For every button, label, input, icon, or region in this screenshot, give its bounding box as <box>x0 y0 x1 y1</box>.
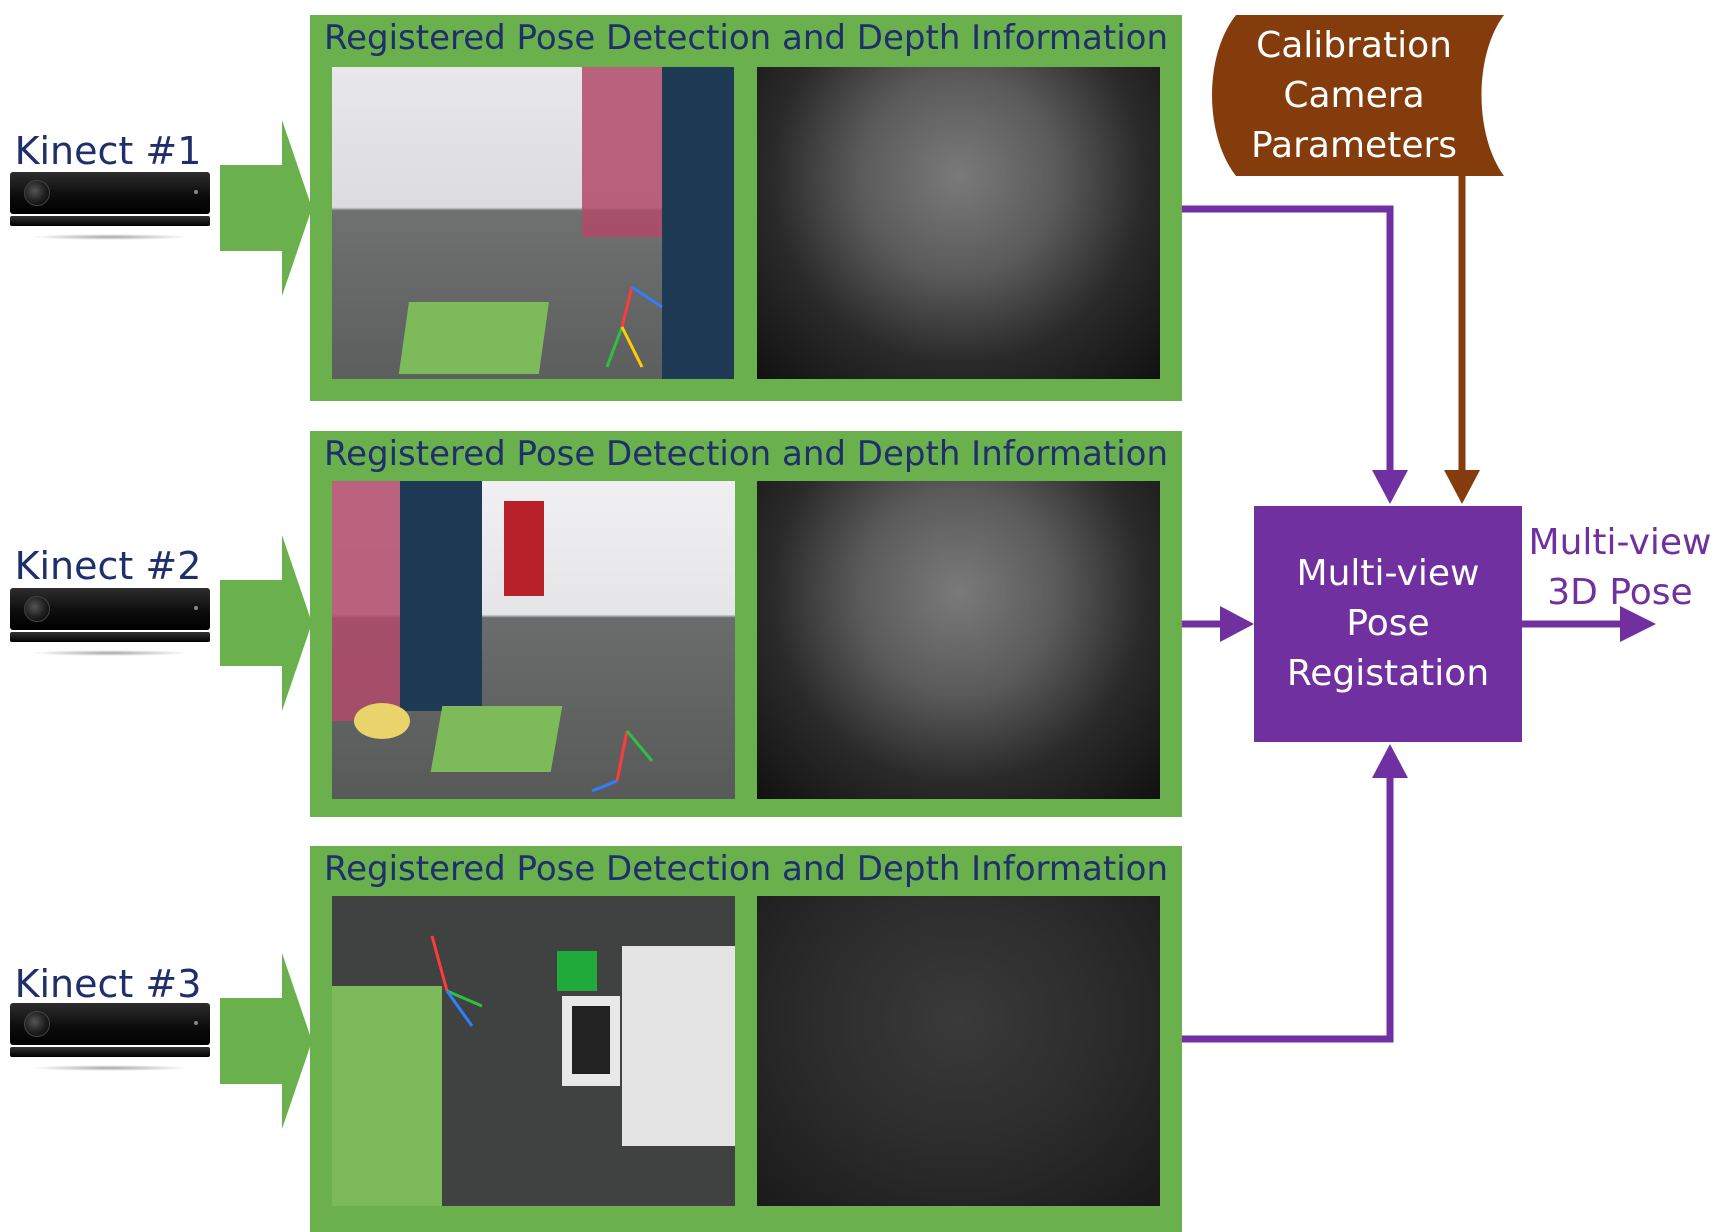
pose-registration-block: Multi-view Pose Registation <box>1254 506 1522 742</box>
connector-panel3-to-registration <box>1182 778 1394 1043</box>
registration-line-3: Registation <box>1286 653 1490 694</box>
calibration-parameters-block: Calibration Camera Parameters <box>1204 15 1504 176</box>
connector-panel1-to-registration <box>1182 205 1394 470</box>
arrowhead-panel2 <box>1220 606 1254 642</box>
calibration-line-1: Calibration <box>1256 25 1452 66</box>
kinect-3-label: Kinect #3 <box>14 962 202 1006</box>
kinect-1-label: Kinect #1 <box>14 129 202 173</box>
kinect-3-sensor-icon <box>10 1003 210 1073</box>
arrowhead-panel1 <box>1372 470 1408 504</box>
panel-3-title: Registered Pose Detection and Depth Info… <box>323 849 1168 889</box>
panel-2-depth-image <box>757 481 1160 799</box>
panel-1: Registered Pose Detection and Depth Info… <box>310 15 1182 401</box>
kinect-1-sensor-icon <box>10 172 210 242</box>
panel-2: Registered Pose Detection and Depth Info… <box>310 431 1182 817</box>
panel-3: Registered Pose Detection and Depth Info… <box>310 846 1182 1232</box>
kinect-2-sensor-icon <box>10 588 210 658</box>
panel-3-depth-image <box>757 896 1160 1206</box>
output-arrowhead <box>1620 606 1656 642</box>
kinect-2-label: Kinect #2 <box>14 544 202 588</box>
panel-2-title: Registered Pose Detection and Depth Info… <box>323 434 1168 474</box>
input-arrow-1 <box>220 120 312 296</box>
calibration-line-2: Camera <box>1283 75 1425 116</box>
panel-1-depth-image <box>757 67 1160 379</box>
arrowhead-calibration <box>1444 470 1480 504</box>
arrowhead-panel3 <box>1372 744 1408 778</box>
panel-3-rgb-image <box>332 896 735 1206</box>
input-arrow-2 <box>220 535 312 711</box>
output-label-line-2: 3D Pose <box>1547 572 1693 613</box>
input-arrow-3 <box>220 953 312 1129</box>
output-label-line-1: Multi-view <box>1528 522 1712 563</box>
calibration-line-3: Parameters <box>1250 125 1458 166</box>
registration-line-2: Pose <box>1346 603 1430 644</box>
registration-line-1: Multi-view <box>1296 553 1480 594</box>
panel-2-rgb-image <box>332 481 735 799</box>
panel-1-title: Registered Pose Detection and Depth Info… <box>323 18 1168 58</box>
panel-1-rgb-image <box>332 67 734 379</box>
